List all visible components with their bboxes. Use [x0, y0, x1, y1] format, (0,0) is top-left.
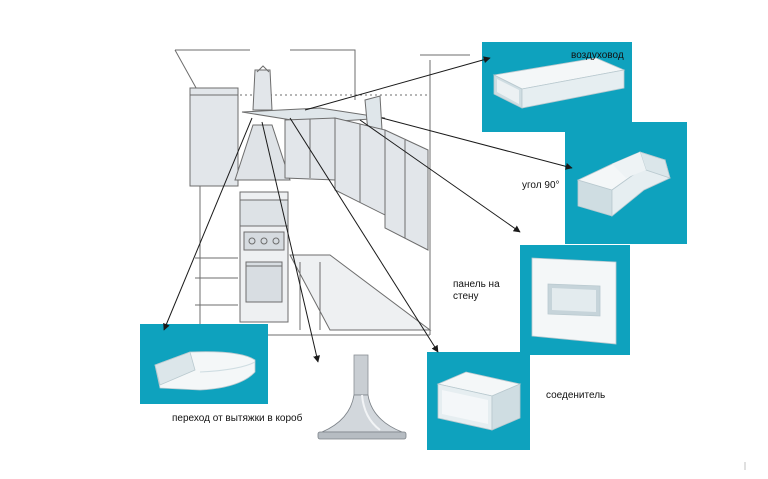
duct-elbow-90-icon — [576, 151, 671, 217]
elbow-tile — [565, 122, 687, 244]
arrow-to-hood-transition — [163, 117, 253, 331]
cooker-hood-icon — [317, 354, 407, 440]
duct-label: воздуховод — [571, 50, 624, 61]
arrow-to-hood — [261, 121, 320, 363]
wall-panel-label: панель на стену — [453, 279, 500, 302]
arrow-to-elbow — [381, 117, 573, 170]
hood-transition-icon — [154, 351, 256, 391]
arrow-to-duct — [304, 56, 491, 111]
rectangular-duct-icon — [492, 57, 626, 109]
arrow-to-connector — [289, 117, 439, 353]
elbow-label: угол 90° — [522, 180, 560, 191]
arrow-to-wall-panel — [359, 119, 521, 233]
wall-panel-tile — [520, 245, 630, 355]
hood-transition-tile — [140, 324, 268, 404]
duct-tile — [482, 42, 632, 132]
connector-label: соеденитель — [546, 390, 606, 401]
wall-panel-icon — [531, 257, 617, 345]
connector-tile — [427, 352, 530, 450]
kitchen-sketch-icon — [174, 49, 470, 336]
leader-arrows — [163, 56, 573, 363]
hood-transition-label: переход от вытяжки в короб — [172, 413, 303, 424]
duct-connector-icon — [436, 371, 522, 431]
